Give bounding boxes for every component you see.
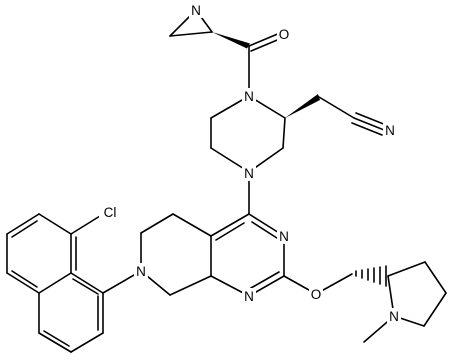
atom-label: N [191, 3, 201, 18]
atom-label: N [385, 123, 395, 138]
pyrrolidine-nitrogen: N [387, 308, 401, 324]
piperazine-bottom-nitrogen: N [242, 165, 256, 181]
stereo-hash-bond [355, 265, 387, 287]
bond [282, 117, 286, 149]
bond [355, 112, 387, 126]
pyrimidine-right-nitrogen: N [277, 228, 291, 244]
bond [210, 213, 250, 237]
bond [169, 275, 212, 296]
bond [250, 37, 283, 52]
atom-label: N [389, 309, 399, 324]
bond [387, 261, 426, 277]
carbonyl-oxygen: O [277, 26, 291, 42]
atom-label: N [244, 289, 254, 304]
bond [70, 215, 101, 235]
pyrimidine-bottom-nitrogen: N [242, 288, 256, 304]
atom-label: N [244, 166, 254, 181]
bond [140, 213, 174, 234]
bond [70, 332, 104, 353]
bond [11, 220, 38, 238]
bond [72, 278, 99, 295]
bond [172, 213, 212, 237]
bicyclic-ring-nitrogen: N [134, 263, 148, 279]
bond [6, 272, 40, 294]
ether-oxygen: O [309, 286, 323, 302]
bond [318, 96, 355, 119]
bond [6, 213, 40, 235]
bond [43, 330, 70, 347]
bond [424, 261, 447, 294]
stereo-wedge-bond [285, 94, 320, 118]
chlorine: Cl [99, 204, 121, 220]
nitrile-nitrogen: N [383, 122, 397, 138]
piperazine-top-nitrogen: N [242, 88, 256, 104]
atom-label: N [244, 89, 254, 104]
atom-labels: N O N N N Cl N N [99, 2, 401, 324]
bonds [6, 9, 447, 353]
bond [38, 332, 72, 353]
bond [38, 213, 72, 235]
bond [251, 221, 281, 241]
atom-label: N [136, 264, 146, 279]
atom-label: O [311, 287, 322, 302]
bond [423, 292, 447, 327]
bond [11, 270, 38, 288]
aziridine-nitrogen: N [189, 2, 203, 18]
bond [70, 272, 104, 294]
bond [38, 272, 72, 294]
stereo-wedge-bond [212, 32, 250, 49]
bond [250, 271, 280, 289]
atom-label: Cl [104, 205, 117, 220]
bond [215, 222, 245, 241]
bond [248, 32, 281, 47]
bond [169, 31, 213, 37]
bond [353, 117, 385, 131]
bond [351, 122, 383, 136]
atom-label: N [279, 229, 289, 244]
atom-label: O [279, 27, 290, 42]
